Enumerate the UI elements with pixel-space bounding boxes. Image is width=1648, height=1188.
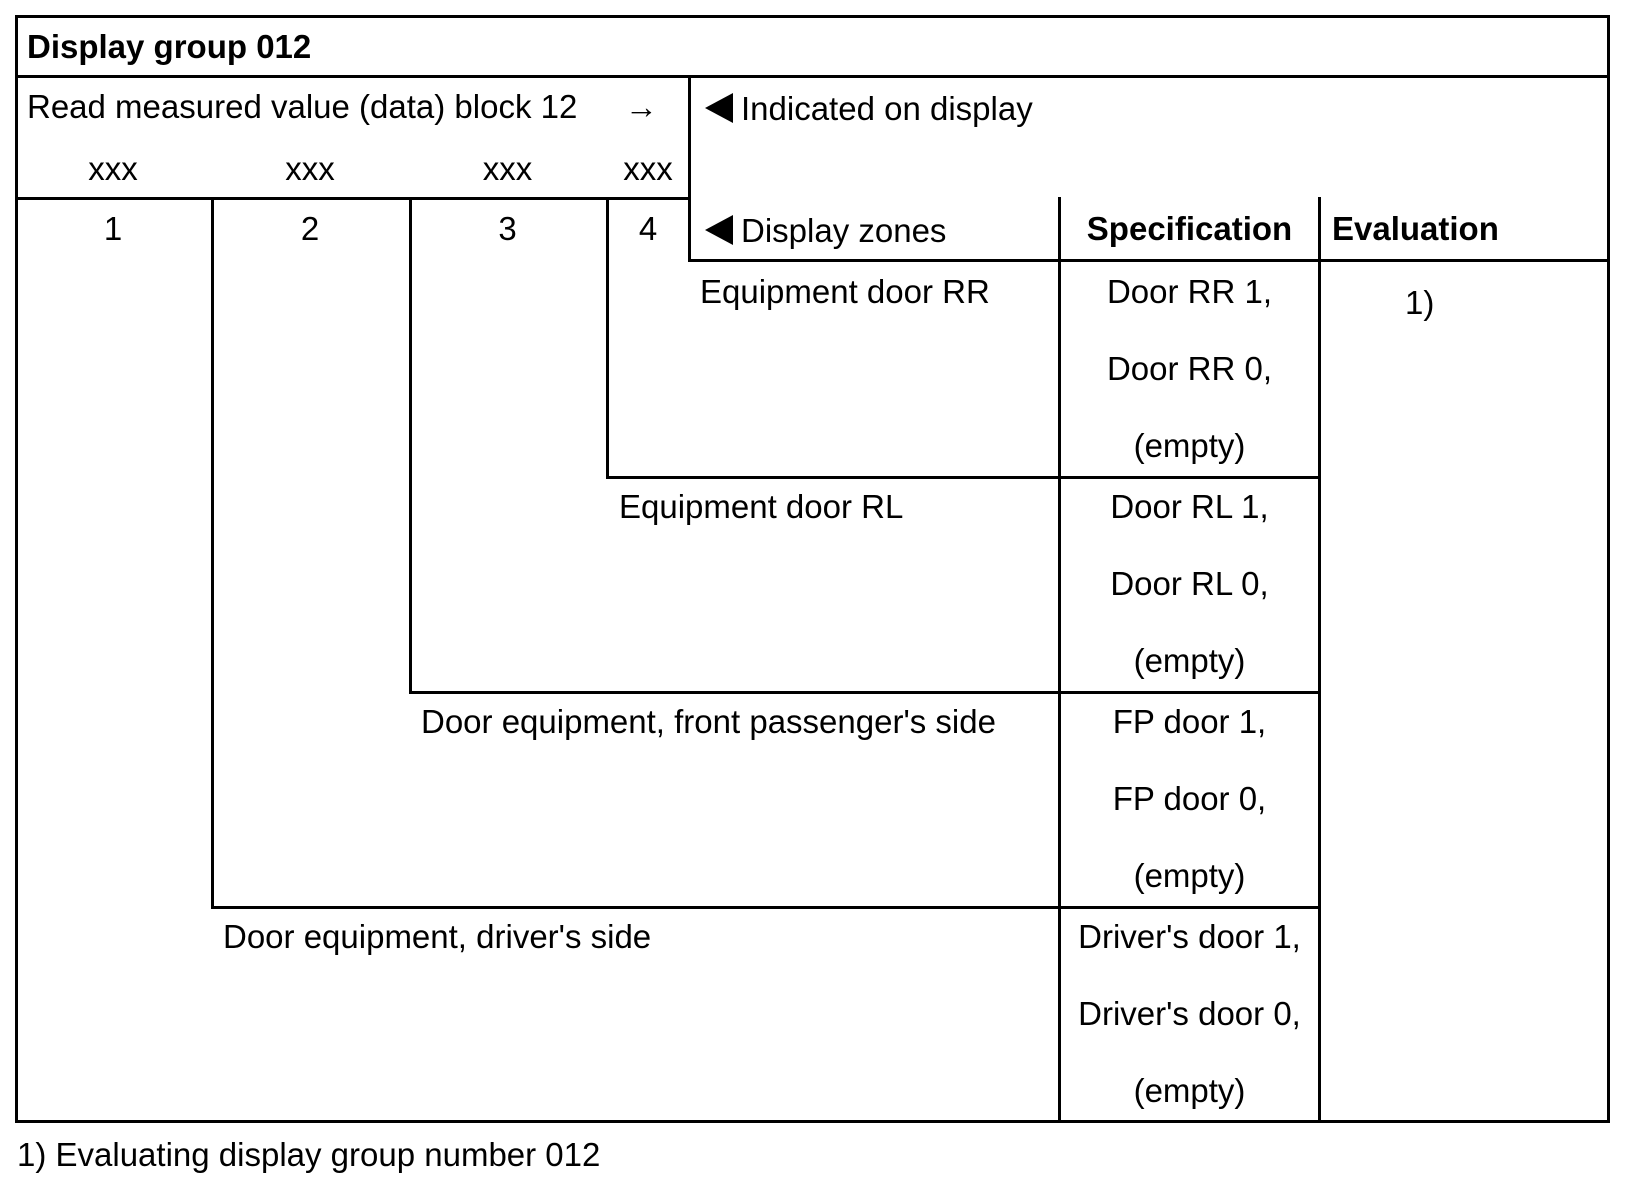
column-value-3: xxx [482, 150, 533, 187]
border-bottom [15, 1120, 1610, 1123]
row3-divider [211, 906, 1321, 909]
row1-divider [606, 476, 1321, 479]
col2-divider [409, 197, 412, 694]
right-arrow-icon: → [625, 88, 658, 125]
row2-divider [409, 691, 1321, 694]
indicated-on-display-label: Indicated on display [705, 92, 1033, 126]
left-pointer-icon [705, 93, 733, 124]
column-value-2: xxx [285, 150, 335, 187]
spec-rl-0: Door RL 0, [1110, 565, 1269, 602]
spec-rr-empty: (empty) [1133, 427, 1246, 464]
column-number-1: 1 [103, 210, 123, 247]
specification-header: Specification [1086, 210, 1293, 247]
evaluation-column-divider [1318, 197, 1321, 1123]
spec-rl-1: Door RL 1, [1110, 488, 1269, 525]
spec-rr-1: Door RR 1, [1106, 273, 1273, 310]
spec-column-divider [1058, 197, 1061, 1123]
zone-label-fp: Door equipment, front passenger's side [421, 703, 996, 740]
display-group-title: Display group 012 [27, 28, 312, 65]
column-number-4: 4 [638, 210, 658, 247]
column-value-1: xxx [88, 150, 138, 187]
column-number-3: 3 [498, 210, 517, 247]
col1-divider [211, 197, 214, 909]
indicated-divider [688, 75, 691, 262]
zone-label-rr: Equipment door RR [700, 273, 990, 310]
border-left [15, 15, 18, 1123]
footnote: 1) Evaluating display group number 012 [17, 1136, 601, 1173]
spec-fp-0: FP door 0, [1112, 780, 1267, 817]
spec-driver-empty: (empty) [1133, 1072, 1246, 1109]
read-block-label: Read measured value (data) block 12 [27, 88, 578, 125]
column-value-4: xxx [623, 150, 673, 187]
col3-divider [606, 197, 609, 479]
border-top [15, 15, 1610, 18]
spec-driver-1: Driver's door 1, [1078, 918, 1301, 955]
column-number-2: 2 [300, 210, 320, 247]
zones-header-divider [688, 259, 1610, 262]
xxx-row-divider [15, 197, 690, 200]
spec-rl-empty: (empty) [1133, 642, 1246, 679]
zone-label-rl: Equipment door RL [619, 488, 904, 525]
indicated-on-display-text: Indicated on display [741, 90, 1033, 127]
spec-driver-0: Driver's door 0, [1078, 995, 1301, 1032]
display-zones-label: Display zones [705, 214, 946, 248]
spec-rr-0: Door RR 0, [1106, 350, 1273, 387]
zone-label-driver: Door equipment, driver's side [223, 918, 652, 955]
left-pointer-icon [705, 215, 733, 246]
evaluation-header: Evaluation [1332, 210, 1499, 247]
evaluation-reference: 1) [1405, 284, 1435, 321]
border-right [1607, 15, 1610, 1123]
spec-fp-empty: (empty) [1133, 857, 1246, 894]
title-divider [15, 75, 1610, 78]
display-zones-text: Display zones [741, 212, 947, 249]
spec-fp-1: FP door 1, [1112, 703, 1267, 740]
